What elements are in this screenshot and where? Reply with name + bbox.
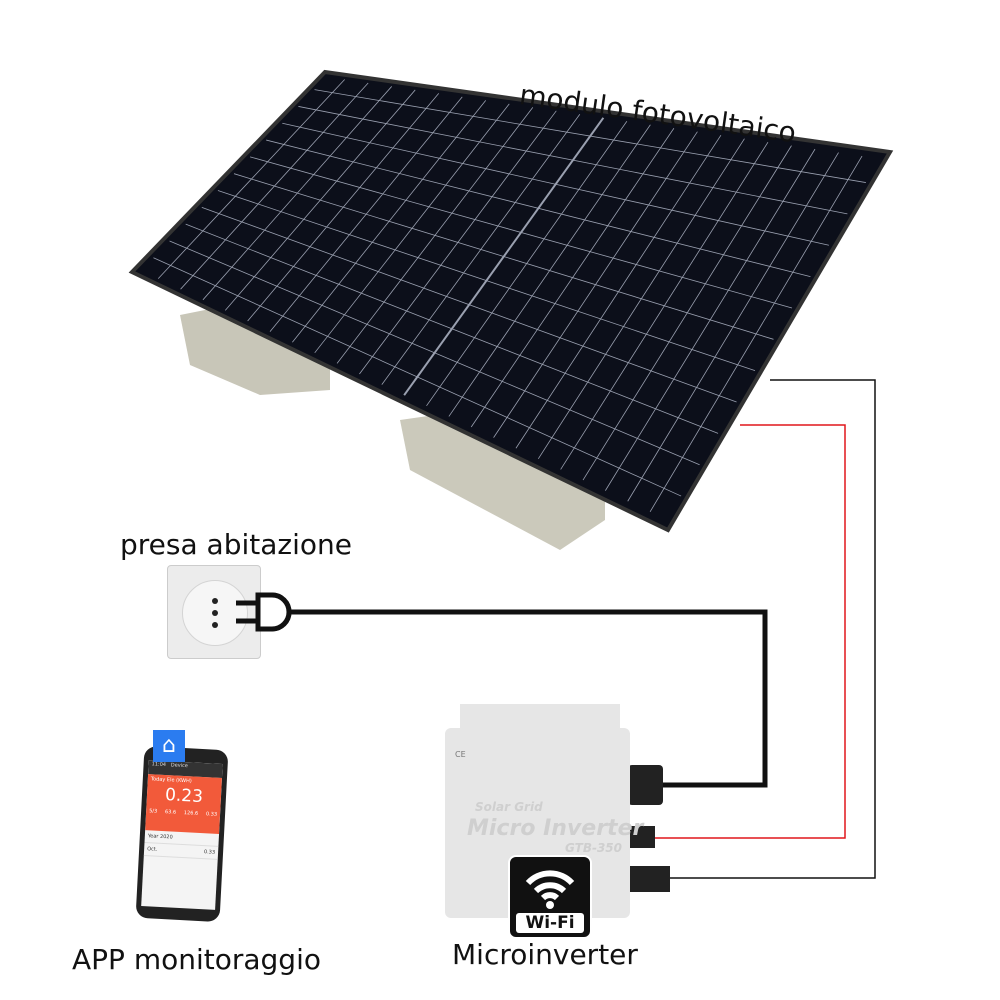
- panel-grid-line: [217, 190, 756, 372]
- cinder-blocks: [180, 305, 605, 550]
- wire-black-dc: [665, 379, 876, 879]
- panel-grid-line: [233, 173, 774, 340]
- phone-title: Device: [170, 762, 189, 770]
- month-label: Oct.: [146, 846, 158, 853]
- wifi-icon: [525, 870, 575, 909]
- panel-grid-line: [153, 257, 682, 497]
- panel-grid-line: [314, 89, 866, 183]
- wifi-badge: Wi-Fi: [508, 855, 592, 939]
- panel-grid-line: [201, 206, 737, 403]
- ce-mark: CE: [455, 750, 466, 759]
- month-value: 0.33: [203, 849, 216, 856]
- today-value: 0.23: [164, 785, 204, 808]
- wire-red-dc: [635, 424, 846, 839]
- month-row[interactable]: Oct. 0.33: [143, 843, 219, 860]
- panel-grid-line: [250, 156, 793, 309]
- panel-grid-line: [169, 240, 700, 466]
- wifi-label: Wi-Fi: [516, 913, 584, 933]
- stat: 126.6: [183, 810, 199, 817]
- inverter-name: Micro Inverter: [467, 816, 644, 841]
- ac-cable: [290, 609, 768, 788]
- smart-home-app-icon: ⌂: [153, 730, 185, 762]
- wall-socket: [167, 565, 261, 659]
- inverter-model: GTB-350: [565, 841, 622, 855]
- year-label: Year 2020: [147, 833, 173, 841]
- label-socket: presa abitazione: [120, 528, 352, 561]
- label-inverter: Microinverter: [452, 938, 638, 971]
- stat: 63.6: [164, 809, 177, 816]
- connectors: [628, 765, 670, 892]
- inverter-brand: Solar Grid: [475, 800, 543, 814]
- panel-grid-line: [282, 122, 830, 246]
- panel-grid-line: [266, 139, 811, 277]
- stat: 0.33: [205, 811, 218, 818]
- solar-panel: [128, 69, 894, 533]
- phone-time: 11:04: [151, 761, 167, 769]
- label-app: APP monitoraggio: [72, 943, 321, 976]
- panel-grid-line: [185, 223, 719, 434]
- panel-grid-line: [298, 106, 848, 215]
- stat: 5/3: [148, 808, 158, 815]
